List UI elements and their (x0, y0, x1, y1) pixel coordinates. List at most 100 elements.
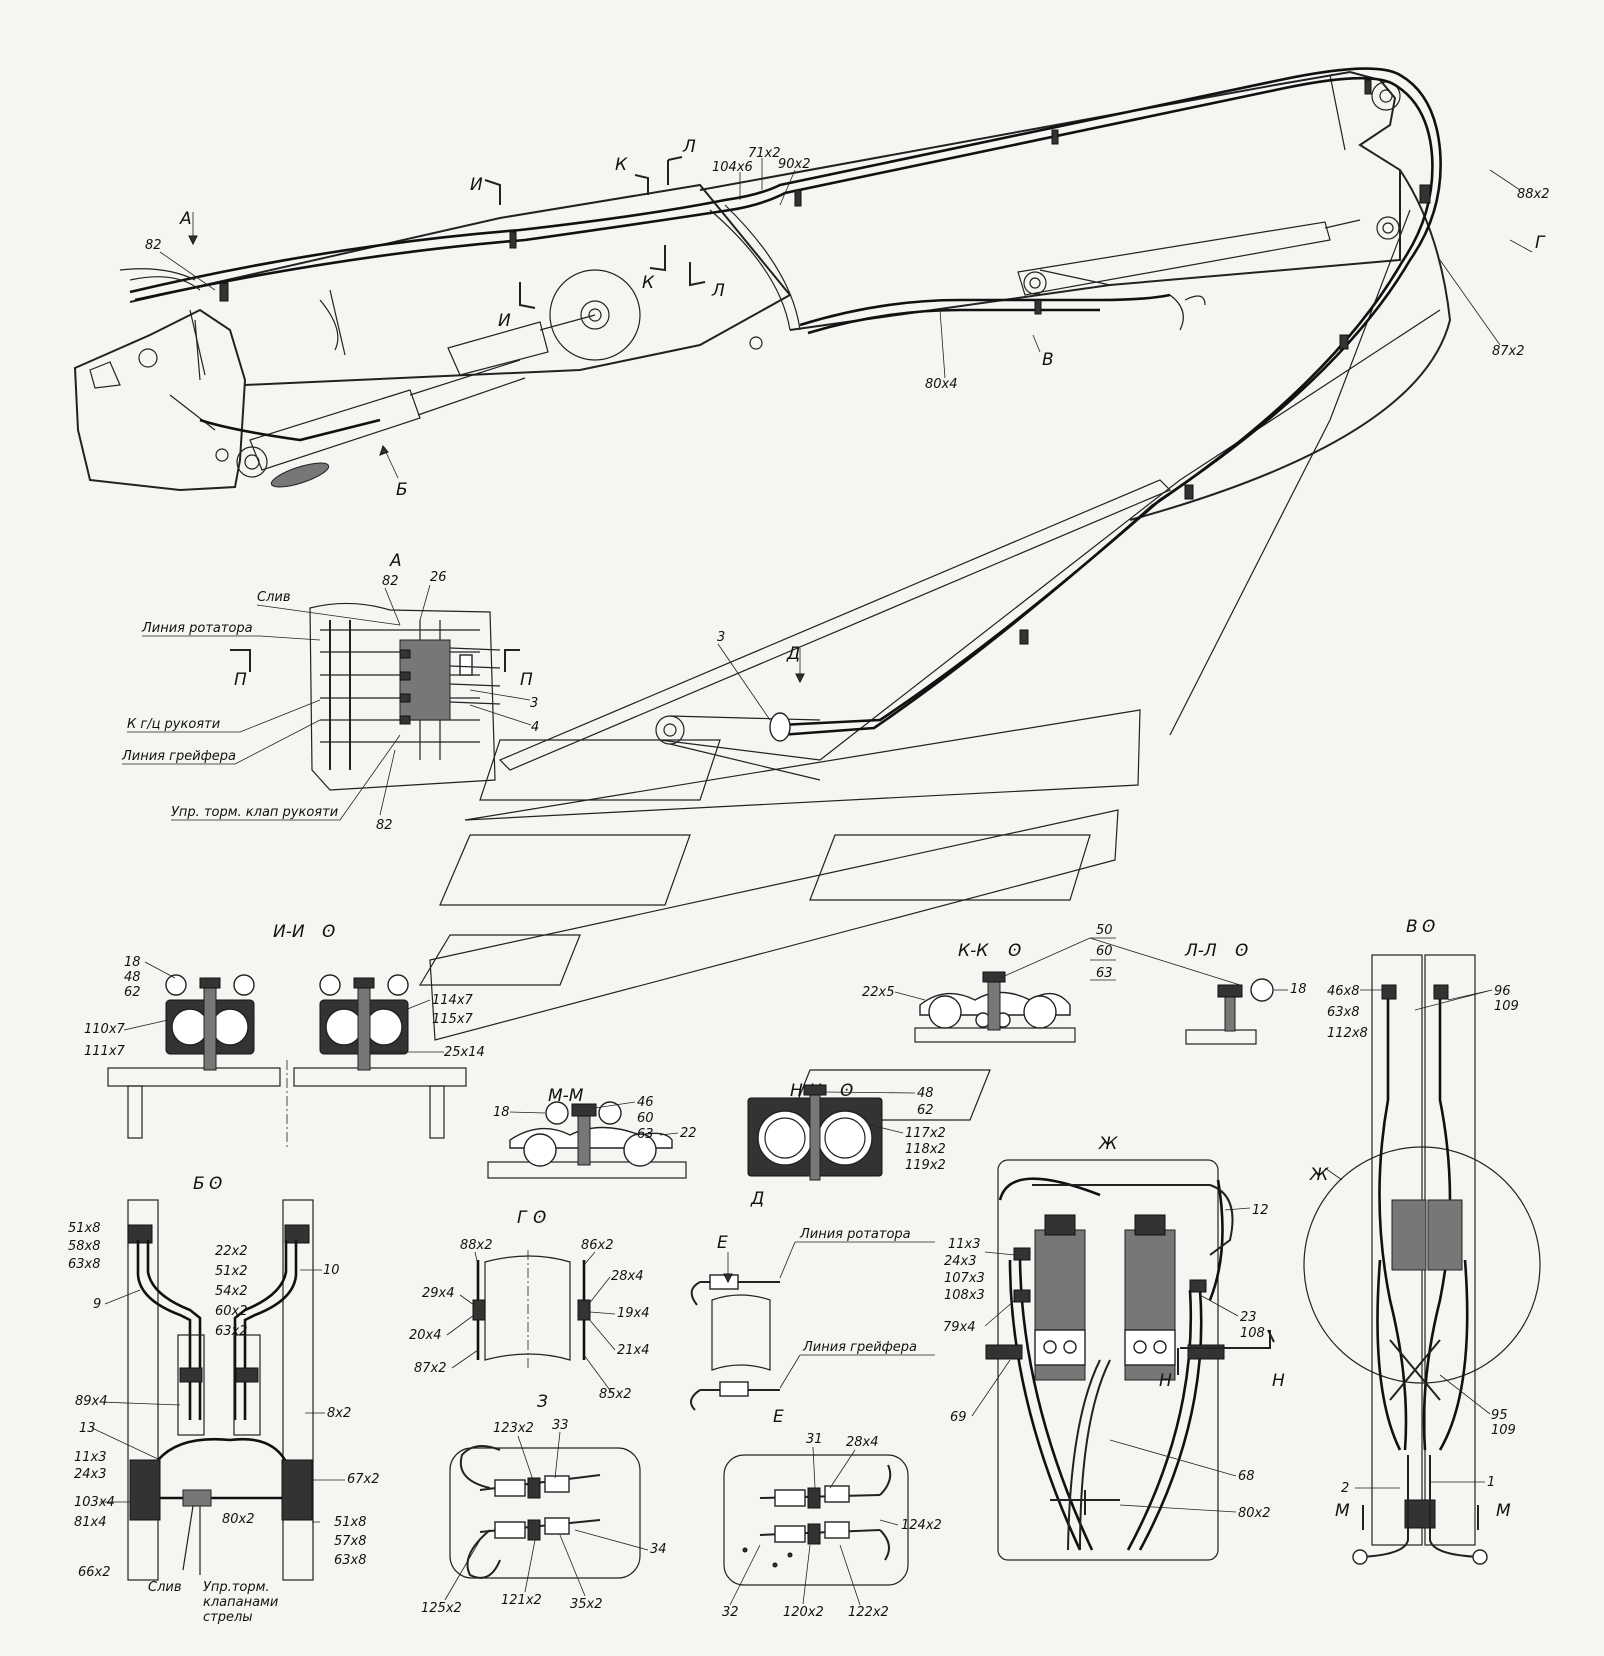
E-title: Е (773, 1407, 784, 1427)
sec-mark-K1: К (615, 155, 628, 175)
view-mark-D: Д (786, 644, 800, 664)
Zh-79x4: 79x4 (943, 1320, 976, 1335)
G-20x4: 20x4 (409, 1328, 442, 1343)
main-labels: 82 104x6 71x2 90x2 88x2 87x2 80x4 3 А Б … (145, 137, 1550, 721)
Z-121x2: 121x2 (501, 1593, 542, 1608)
sec-mark-I1: И (470, 175, 483, 195)
B-24x3: 24x3 (74, 1467, 107, 1482)
M-mark-1: М (1335, 1501, 1350, 1521)
Zh-68: 68 (1238, 1469, 1255, 1484)
II-title: И-И (273, 922, 305, 942)
B-66x2: 66x2 (78, 1565, 111, 1580)
label-3: 3 (717, 630, 725, 645)
B-63x8: 63x8 (68, 1257, 101, 1272)
MM-46: 46 (637, 1095, 654, 1110)
B-58x8: 58x8 (68, 1239, 101, 1254)
NN-118x2: 118x2 (905, 1142, 946, 1157)
section-NN: Н-Н ʘ 48 62 117x2 118x2 119x2 (747, 1081, 946, 1181)
V-Zh-mark: Ж (1309, 1165, 1329, 1185)
view-mark-G: Г (1535, 233, 1546, 253)
G-19x4: 19x4 (617, 1306, 650, 1321)
LL-18: 18 (1290, 982, 1307, 997)
section-II: И-И ʘ 18 48 62 110x7 111x7 114x7 115x7 2… (84, 922, 485, 1150)
E-124x2: 124x2 (901, 1518, 942, 1533)
Zh-108x3: 108x3 (944, 1288, 985, 1303)
main-assembly (73, 67, 1452, 781)
view-mark-A: А (179, 209, 192, 229)
section-MM: М-М 46 60 63 18 22 (487, 1086, 697, 1179)
D-line-rotator: Линия ротатора (799, 1227, 911, 1242)
B-80x2: 80x2 (222, 1512, 255, 1527)
V-96: 96 (1494, 984, 1511, 999)
Zh-80x2: 80x2 (1238, 1506, 1271, 1521)
B-11x3: 11x3 (74, 1450, 107, 1465)
view-E: Е 31 28x4 124x2 32 120x2 122x2 (722, 1407, 942, 1620)
B-63x2: 63x2 (215, 1324, 248, 1339)
KK-50: 50 (1096, 923, 1113, 938)
A-line-rotator: Линия ротатора (141, 621, 253, 636)
II-110x7: 110x7 (84, 1022, 126, 1037)
B-brake-2: клапанами (203, 1595, 278, 1610)
Zh-108: 108 (1240, 1326, 1265, 1341)
E-31: 31 (806, 1432, 823, 1447)
B-54x2: 54x2 (215, 1284, 248, 1299)
view-G: Г ʘ 88x2 29x4 20x4 87x2 86x2 28x4 19x4 2… (409, 1208, 650, 1402)
view-A-title: А (389, 551, 402, 571)
B-brake-1: Упр.торм. (203, 1580, 270, 1595)
Zh-107x3: 107x3 (944, 1271, 985, 1286)
Zh-12: 12 (1252, 1203, 1269, 1218)
B-brake-3: стрелы (203, 1610, 253, 1625)
section-LL: Л-Л ʘ 18 (1184, 941, 1307, 1045)
G-86x2: 86x2 (581, 1238, 614, 1253)
Z-123x2: 123x2 (493, 1421, 534, 1436)
G-21x4: 21x4 (617, 1343, 650, 1358)
KK-63: 63 (1096, 966, 1113, 981)
Z-125x2: 125x2 (421, 1601, 462, 1616)
Z-35x2: 35x2 (570, 1597, 603, 1612)
label-104x6: 104x6 (712, 160, 753, 175)
G-87x2: 87x2 (414, 1361, 447, 1376)
sec-mark-I2: И (498, 311, 511, 331)
A-num-82b: 82 (376, 818, 393, 833)
label-71x2: 71x2 (748, 146, 781, 161)
II-115x7: 115x7 (432, 1012, 474, 1027)
NN-117x2: 117x2 (905, 1126, 946, 1141)
G-title: Г (517, 1208, 528, 1228)
A-line-brake: Упр. торм. клап рукояти (171, 805, 338, 820)
KK-title: К-К (958, 941, 989, 961)
E-32: 32 (722, 1605, 739, 1620)
E-122x2: 122x2 (848, 1605, 889, 1620)
label-88x2: 88x2 (1517, 187, 1550, 202)
sec-mark-L2: Л (711, 281, 725, 301)
B-103x4: 103x4 (74, 1495, 115, 1510)
view-mark-B: Б (396, 480, 408, 500)
A-num-82a: 82 (382, 574, 399, 589)
V-112x8: 112x8 (1327, 1026, 1368, 1041)
E-28x4: 28x4 (846, 1435, 879, 1450)
view-D: Д Е Линия ротатора Линия грейфера (690, 1189, 935, 1411)
B-51x2: 51x2 (215, 1264, 248, 1279)
II-114x7: 114x7 (432, 993, 474, 1008)
V-rot-mark: ʘ (1422, 917, 1435, 937)
Z-33: 33 (552, 1418, 569, 1433)
II-62: 62 (124, 985, 141, 1000)
Zh-23: 23 (1240, 1310, 1257, 1325)
view-Z: З 123x2 33 125x2 121x2 35x2 34 (421, 1392, 667, 1616)
background-hatch (418, 479, 1172, 1121)
MM-60: 60 (637, 1111, 654, 1126)
N-mark-1: Н (1159, 1371, 1172, 1391)
view-B: Б ʘ 51x8 58x8 63x8 9 89x4 13 11x3 24x3 1… (68, 1174, 380, 1625)
B-63x8: 63x8 (334, 1553, 367, 1568)
B-13: 13 (79, 1421, 96, 1436)
II-rot-mark: ʘ (322, 922, 335, 942)
B-10: 10 (323, 1263, 340, 1278)
A-line-stick-cyl: К г/ц рукояти (127, 717, 220, 732)
N-mark-2: Н (1272, 1371, 1285, 1391)
section-KK: К-К ʘ 22x5 50 60 63 (862, 923, 1241, 1043)
M-mark-2: М (1496, 1501, 1511, 1521)
II-48: 48 (124, 970, 141, 985)
B-81x4: 81x4 (74, 1515, 107, 1530)
Z-34: 34 (650, 1542, 667, 1557)
MM-22: 22 (680, 1126, 697, 1141)
